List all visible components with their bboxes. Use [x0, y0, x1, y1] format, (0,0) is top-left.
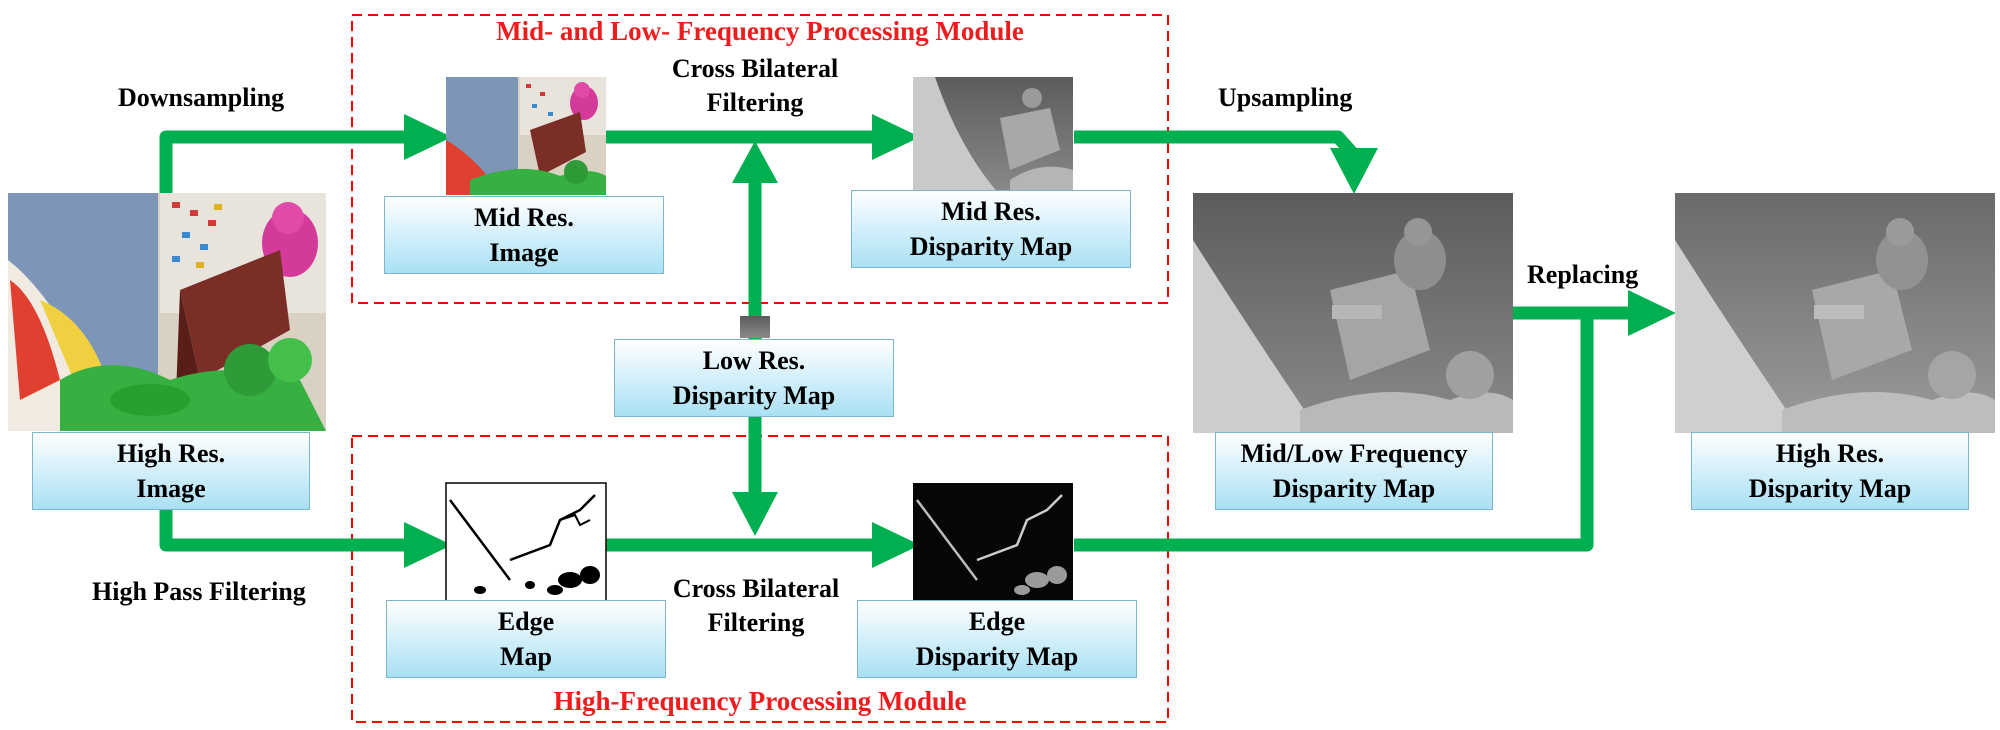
high-pass-arrow-line: [159, 508, 412, 552]
edge-disparity-box: Edge Disparity Map: [857, 600, 1137, 678]
high-res-image-line-2: Image: [136, 474, 206, 503]
cbf-bottom-line-1: Cross Bilateral: [672, 574, 840, 603]
edge-map-box: Edge Map: [386, 600, 666, 678]
replacing-label: Replacing: [1527, 260, 1639, 289]
edge-disparity-thumbnail: [913, 483, 1073, 601]
upsampling-arrow-line: [1074, 130, 1359, 160]
cbf-top-arrowhead: [872, 114, 920, 160]
edge-disparity-to-combine-line: [1074, 313, 1594, 552]
high-res-image-box: High Res. Image: [32, 432, 310, 510]
high-pass-arrowhead: [404, 522, 452, 568]
high-res-disparity-line-1: High Res.: [1775, 439, 1885, 468]
upsampling-label: Upsampling: [1218, 83, 1353, 112]
mid-low-module-title: Mid- and Low- Frequency Processing Modul…: [496, 16, 1024, 46]
mid-res-image-line-1: Mid Res.: [474, 203, 574, 232]
mid-low-freq-box: Mid/Low Frequency Disparity Map: [1215, 432, 1493, 510]
edge-map-thumbnail: [445, 482, 607, 602]
cbf-bottom-arrowhead: [872, 522, 920, 568]
mid-low-freq-line-2: Disparity Map: [1272, 474, 1436, 503]
downsampling-arrowhead: [404, 114, 452, 160]
cbf-top-line-1: Cross Bilateral: [671, 54, 839, 83]
replacing-arrowhead: [1628, 290, 1676, 336]
mid-res-image-box: Mid Res. Image: [384, 196, 664, 274]
edge-map-line-1: Edge: [497, 607, 555, 636]
cbf-top-line-2: Filtering: [706, 88, 804, 117]
downsampling-arrow-line: [159, 130, 412, 196]
high-pass-label: High Pass Filtering: [92, 577, 306, 606]
mid-low-freq-disparity-thumbnail: [1193, 193, 1513, 433]
mid-res-image-line-2: Image: [489, 238, 559, 267]
high-res-disparity-thumbnail: [1675, 193, 1995, 433]
mid-res-image-thumbnail: [446, 77, 606, 195]
edge-disparity-line-2: Disparity Map: [915, 642, 1079, 671]
mid-res-disparity-line-1: Mid Res.: [941, 197, 1041, 226]
edge-map-line-2: Map: [500, 642, 552, 671]
mid-res-disparity-box: Mid Res. Disparity Map: [851, 190, 1131, 268]
high-res-disparity-box: High Res. Disparity Map: [1691, 432, 1969, 510]
low-res-up-arrowhead: [732, 141, 778, 183]
mid-res-disparity-line-2: Disparity Map: [909, 232, 1073, 261]
low-res-disparity-thumbnail: [740, 316, 770, 338]
high-res-disparity-line-2: Disparity Map: [1748, 474, 1912, 503]
cbf-bottom-label: Cross Bilateral Filtering: [656, 572, 856, 640]
mid-low-freq-line-1: Mid/Low Frequency: [1240, 439, 1468, 468]
low-res-disparity-line-1: Low Res.: [702, 346, 806, 375]
high-module-title: High-Frequency Processing Module: [553, 686, 967, 716]
downsampling-label: Downsampling: [118, 83, 285, 112]
mid-res-disparity-thumbnail: [913, 77, 1073, 195]
low-res-disparity-box: Low Res. Disparity Map: [614, 339, 894, 417]
low-res-down-arrowhead: [732, 492, 778, 536]
upsampling-arrowhead: [1330, 148, 1378, 194]
high-res-image-line-1: High Res.: [116, 439, 226, 468]
low-res-disparity-line-2: Disparity Map: [672, 381, 836, 410]
cbf-top-label: Cross Bilateral Filtering: [655, 52, 855, 120]
high-res-image-thumbnail: [8, 193, 326, 431]
cbf-bottom-line-2: Filtering: [707, 608, 805, 637]
edge-disparity-line-1: Edge: [968, 607, 1026, 636]
